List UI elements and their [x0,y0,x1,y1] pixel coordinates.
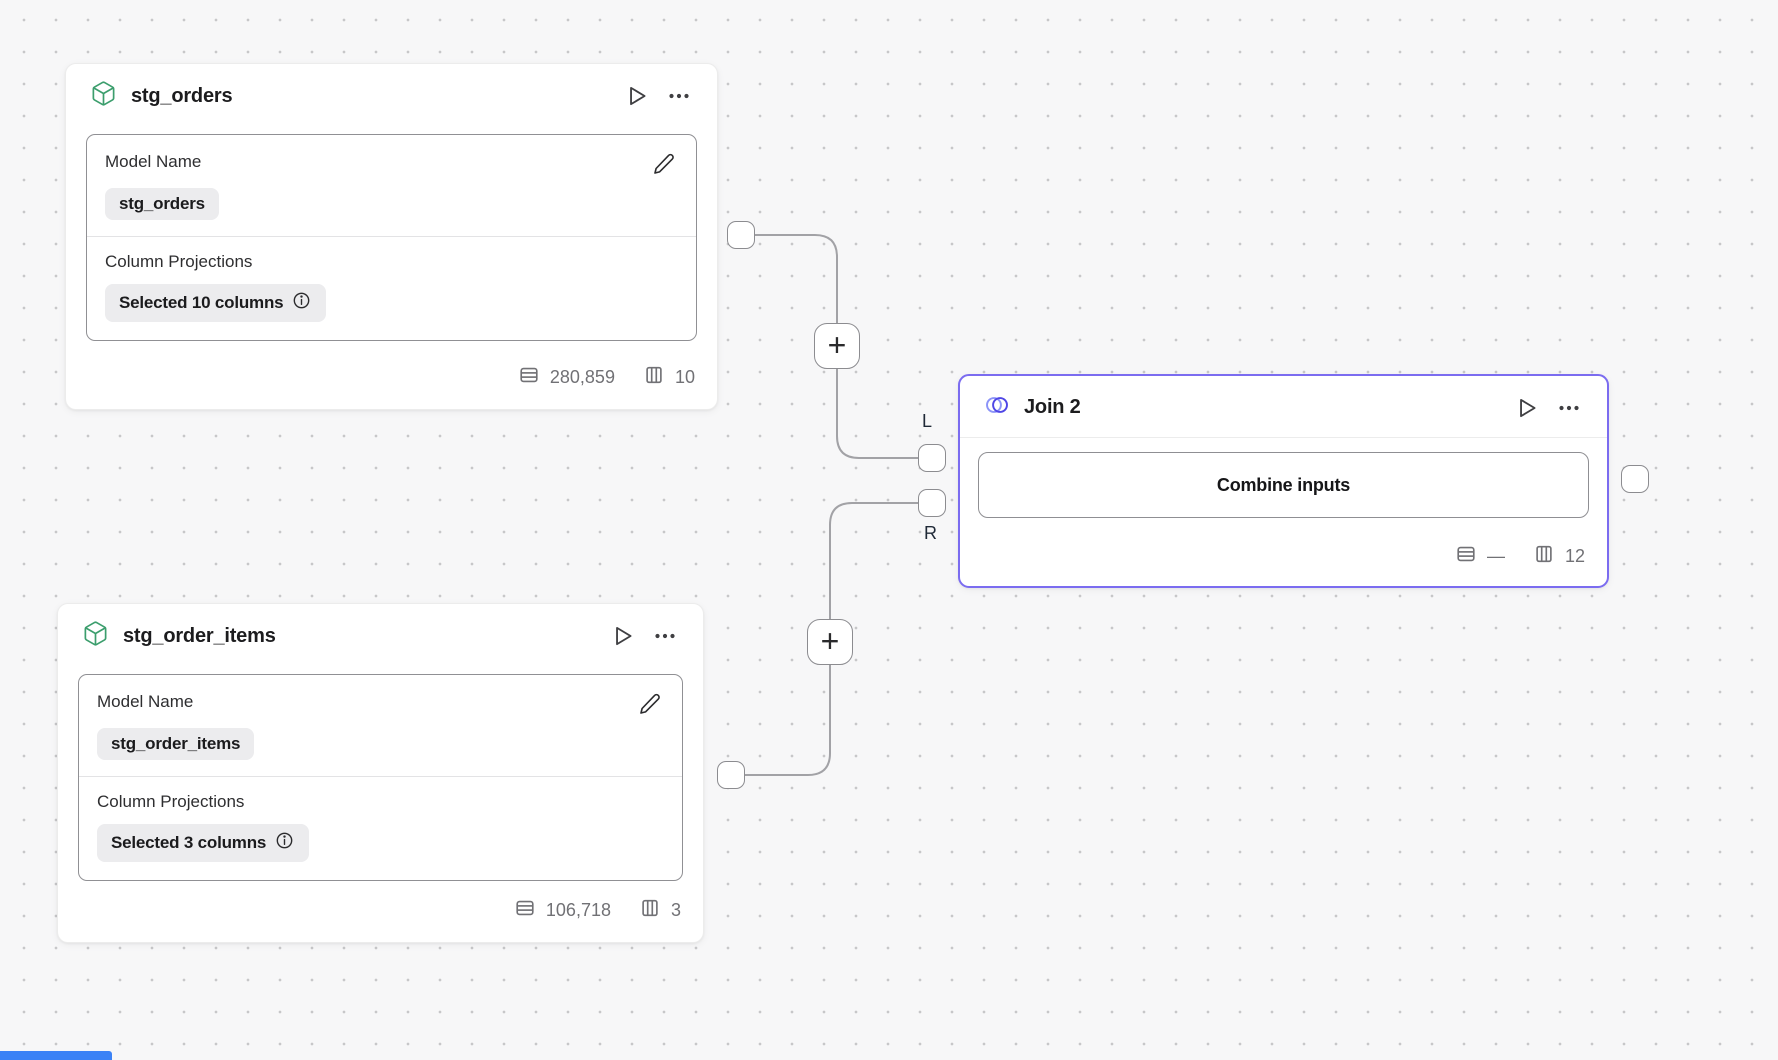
node-title: stg_orders [131,84,233,107]
column-projections-label: Column Projections [105,252,253,271]
column-count-icon [643,364,665,391]
model-box-icon [90,80,117,112]
add-step-on-edge-button-bottom[interactable]: + [807,619,853,665]
column-projections-chip[interactable]: Selected 3 columns [97,824,310,862]
row-count: 106,718 [545,900,611,920]
model-name-label: Model Name [97,692,194,711]
input-port-join-left[interactable] [918,444,946,472]
divider [79,776,682,777]
row-count-icon [1455,543,1477,570]
column-projections-chip[interactable]: Selected 10 columns [105,284,327,322]
input-port-join-right[interactable] [918,489,946,517]
output-port-join[interactable] [1621,465,1649,493]
node-stg-orders-header: stg_orders [66,64,717,124]
node-join-2[interactable]: Join 2 Combine inputs [958,374,1609,588]
run-node-button[interactable] [623,82,651,110]
node-join-2-header: Join 2 [960,376,1607,438]
node-menu-button[interactable] [665,82,693,110]
column-count-icon [639,897,661,924]
port-label-left: L [922,411,933,431]
node-stats: 280,859 10 [66,350,717,409]
edit-model-name-button[interactable] [636,690,664,718]
model-name-chip: stg_orders [105,188,219,220]
port-label-right: R [924,523,937,543]
output-port-stg-orders[interactable] [727,221,755,249]
edit-model-name-button[interactable] [650,150,678,178]
model-box-icon [82,620,109,652]
canvas-corner-accent [0,1051,112,1060]
node-menu-button[interactable] [1555,394,1583,422]
run-node-button[interactable] [609,622,637,650]
combine-inputs-button[interactable]: Combine inputs [978,452,1589,518]
column-projections-label: Column Projections [97,792,245,811]
node-config-card: Model Name stg_orders Column Projections… [86,134,697,341]
info-icon[interactable] [274,830,295,856]
column-count: 3 [670,900,681,920]
node-title: stg_order_items [123,624,276,647]
node-stg-orders[interactable]: stg_orders Model Name [65,63,718,410]
model-name-value: stg_order_items [111,734,241,753]
node-stg-order-items[interactable]: stg_order_items Model Name [57,603,704,943]
node-stats: 106,718 3 [58,883,703,942]
node-stats: — 12 [960,529,1607,586]
column-projections-value: Selected 3 columns [111,833,267,852]
row-count: 280,859 [549,367,615,387]
join-venn-icon [984,392,1010,423]
column-projections-value: Selected 10 columns [119,293,284,312]
run-node-button[interactable] [1513,394,1541,422]
node-stg-order-items-header: stg_order_items [58,604,703,664]
node-config-card: Model Name stg_order_items Column Projec… [78,674,683,881]
column-count-icon [1533,543,1555,570]
model-name-label: Model Name [105,152,202,171]
row-count: — [1486,546,1505,566]
row-count-icon [518,364,540,391]
column-count: 12 [1564,546,1585,566]
divider [87,236,696,237]
model-name-value: stg_orders [119,194,205,213]
info-icon[interactable] [291,290,312,316]
column-count: 10 [674,367,695,387]
model-name-chip: stg_order_items [97,728,255,760]
node-menu-button[interactable] [651,622,679,650]
add-step-on-edge-button-top[interactable]: + [814,323,860,369]
output-port-stg-order-items[interactable] [717,761,745,789]
node-title: Join 2 [1024,396,1081,418]
row-count-icon [514,897,536,924]
